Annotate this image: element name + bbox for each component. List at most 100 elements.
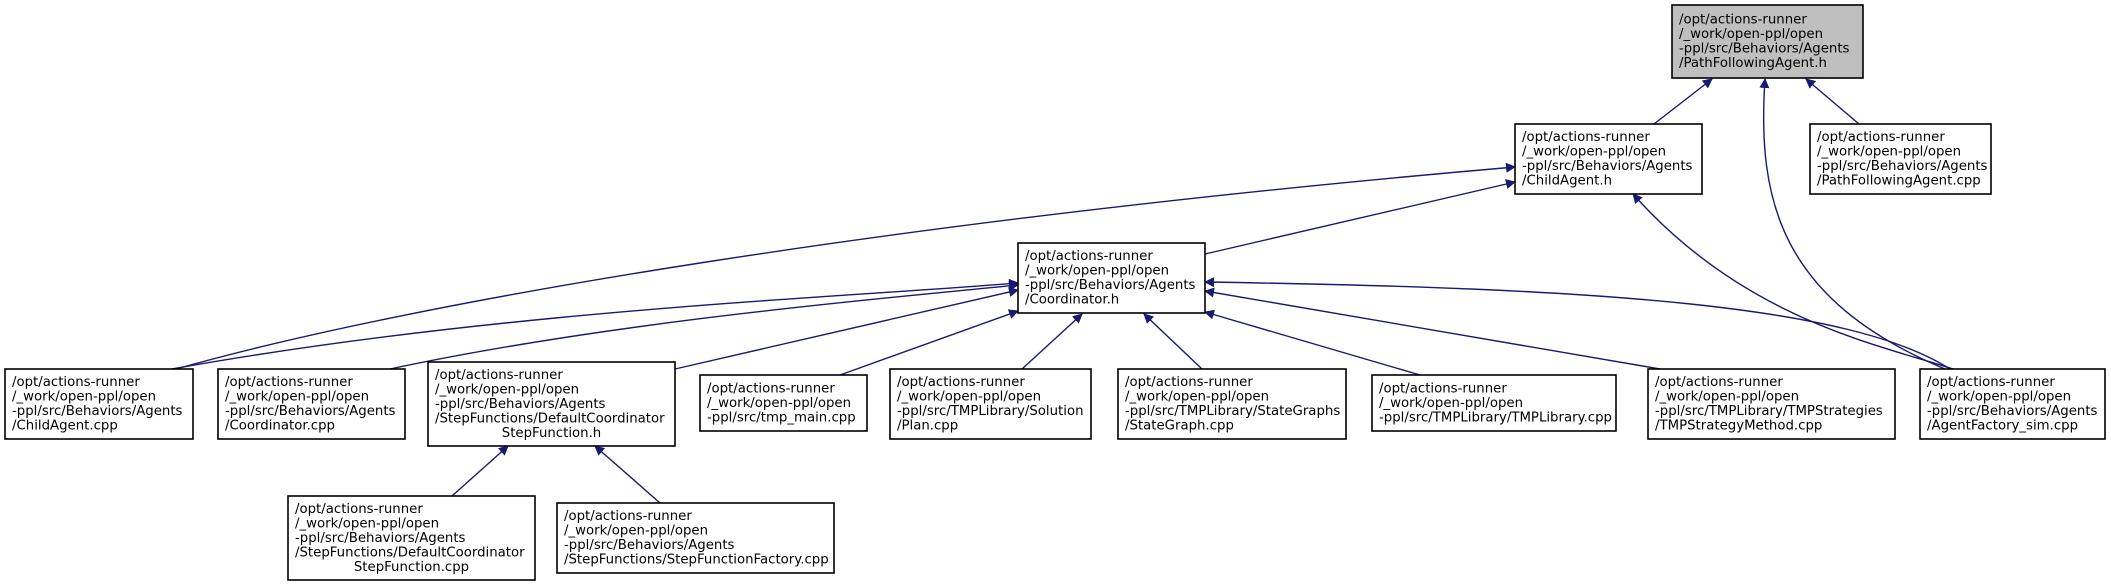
node-label-line: /Coordinator.h (1025, 293, 1119, 308)
node-agent-factory-sim-cpp[interactable]: /opt/actions-runner/_work/open-ppl/open-… (1919, 368, 2106, 440)
edge-agent-factory-sim-cpp-to-path-following-agent-h (1759, 78, 1946, 370)
node-child-agent-h[interactable]: /opt/actions-runner/_work/open-ppl/open-… (1514, 123, 1703, 195)
node-label-line: /opt/actions-runner (295, 502, 423, 517)
node-label-line: -ppl/src/TMPLibrary/TMPLibrary.cpp (1379, 410, 1612, 425)
node-label-line: -ppl/src/TMPLibrary/Solution (897, 404, 1084, 419)
edge-default-coordinator-step-function-cpp-to-default-coordinator-step-function-h (451, 445, 509, 497)
node-label-line: /_work/open-ppl/open (1522, 145, 1666, 160)
node-label-line: -ppl/src/Behaviors/Agents (1679, 42, 1850, 57)
node-box (699, 374, 868, 432)
node-label-line: /StepFunctions/StepFunctionFactory.cpp (564, 553, 829, 568)
node-label-line: -ppl/src/Behaviors/Agents (435, 397, 606, 412)
node-box (427, 361, 676, 447)
node-label-line: -ppl/src/Behaviors/Agents (1817, 159, 1988, 174)
edge-child-agent-cpp-to-coordinator-h (171, 278, 1019, 370)
node-label-line: /opt/actions-runner (1679, 13, 1807, 28)
edge-step-function-factory-cpp-to-default-coordinator-step-function-h (594, 445, 661, 504)
node-label-line: /opt/actions-runner (1817, 130, 1945, 145)
node-label-line: -ppl/src/Behaviors/Agents (12, 404, 183, 419)
edge-child-agent-cpp-to-child-agent-h (175, 162, 1516, 370)
node-label-line: /PathFollowingAgent.h (1679, 56, 1827, 71)
edge-coordinator-h-to-child-agent-h (1204, 179, 1516, 255)
node-label-line: -ppl/src/Behaviors/Agents (1025, 278, 1196, 293)
node-box (1809, 123, 1992, 195)
node-label-line: /opt/actions-runner (1125, 375, 1253, 390)
node-label-line: /opt/actions-runner (1655, 375, 1783, 390)
node-solution-plan-cpp[interactable]: /opt/actions-runner/_work/open-ppl/open-… (889, 368, 1092, 440)
node-label-line: /StateGraph.cpp (1125, 419, 1234, 434)
node-label-line: /_work/open-ppl/open (1125, 390, 1269, 405)
node-label-line: -ppl/src/tmp_main.cpp (707, 410, 856, 425)
node-label-line: /opt/actions-runner (1379, 381, 1507, 396)
edge-tmp-main-cpp-to-coordinator-h (839, 309, 1019, 376)
node-child-agent-cpp[interactable]: /opt/actions-runner/_work/open-ppl/open-… (4, 368, 194, 440)
dependency-edges (171, 78, 1954, 504)
node-label-line: /opt/actions-runner (225, 375, 353, 390)
node-label-line: /_work/open-ppl/open (225, 390, 369, 405)
node-label-line: -ppl/src/Behaviors/Agents (225, 404, 396, 419)
node-box (217, 368, 406, 440)
edge-agent-factory-sim-cpp-to-child-agent-h (1632, 193, 1954, 370)
node-label-line: /ChildAgent.cpp (12, 419, 118, 434)
node-step-function-factory-cpp[interactable]: /opt/actions-runner/_work/open-ppl/open-… (556, 502, 835, 574)
node-box (1919, 368, 2106, 440)
node-tmp-library-cpp[interactable]: /opt/actions-runner/_work/open-ppl/open-… (1371, 374, 1617, 432)
node-default-coordinator-step-function-cpp[interactable]: /opt/actions-runner/_work/open-ppl/open-… (287, 495, 536, 581)
node-label-line: /_work/open-ppl/open (564, 524, 708, 539)
node-box (1514, 123, 1703, 195)
node-label-line: /_work/open-ppl/open (295, 516, 439, 531)
node-label-line: -ppl/src/TMPLibrary/TMPStrategies (1655, 404, 1883, 419)
node-coordinator-cpp[interactable]: /opt/actions-runner/_work/open-ppl/open-… (217, 368, 406, 440)
node-label-line: /opt/actions-runner (1927, 375, 2055, 390)
node-box (4, 368, 194, 440)
node-label-line: -ppl/src/TMPLibrary/StateGraphs (1125, 404, 1340, 419)
node-box (1647, 368, 1896, 440)
node-label-line: /AgentFactory_sim.cpp (1927, 419, 2078, 434)
node-label-line: -ppl/src/Behaviors/Agents (1927, 404, 2098, 419)
node-box (1371, 374, 1617, 432)
node-tmp-strategy-method-cpp[interactable]: /opt/actions-runner/_work/open-ppl/open-… (1647, 368, 1896, 440)
node-label-line: /opt/actions-runner (897, 375, 1025, 390)
node-box (556, 502, 835, 574)
node-coordinator-h[interactable]: /opt/actions-runner/_work/open-ppl/open-… (1017, 242, 1206, 314)
node-label-line: /opt/actions-runner (435, 368, 563, 383)
edge-agent-factory-sim-cpp-to-coordinator-h (1204, 277, 1951, 370)
edge-default-coordinator-step-function-h-to-coordinator-h (674, 287, 1019, 370)
node-label-line: /_work/open-ppl/open (897, 390, 1041, 405)
file-nodes: /opt/actions-runner/_work/open-ppl/open-… (4, 4, 2106, 581)
node-label-line: /Coordinator.cpp (225, 419, 335, 434)
node-box (1117, 368, 1347, 440)
node-tmp-main-cpp[interactable]: /opt/actions-runner/_work/open-ppl/open-… (699, 374, 868, 432)
edge-state-graph-cpp-to-coordinator-h (1143, 313, 1203, 370)
node-label-line: /ChildAgent.h (1522, 174, 1612, 189)
node-label-line: /_work/open-ppl/open (1679, 27, 1823, 42)
node-path-following-agent-h[interactable]: /opt/actions-runner/_work/open-ppl/open-… (1671, 4, 1864, 79)
node-label-line: /_work/open-ppl/open (1655, 390, 1799, 405)
edge-solution-plan-cpp-to-coordinator-h (1021, 313, 1083, 370)
node-label-line: -ppl/src/Behaviors/Agents (295, 531, 466, 546)
node-label-line: /opt/actions-runner (1025, 249, 1153, 264)
node-label-line: /_work/open-ppl/open (435, 382, 579, 397)
node-label-line: /_work/open-ppl/open (1025, 264, 1169, 279)
node-box (1671, 4, 1864, 79)
node-label-line: /Plan.cpp (897, 419, 958, 434)
node-box (287, 495, 536, 581)
node-label-line: /opt/actions-runner (12, 375, 140, 390)
node-label-line: /opt/actions-runner (707, 381, 835, 396)
node-default-coordinator-step-function-h[interactable]: /opt/actions-runner/_work/open-ppl/open-… (427, 361, 676, 447)
edge-path-following-agent-cpp-to-path-following-agent-h (1805, 78, 1860, 125)
node-label-line: /PathFollowingAgent.cpp (1817, 174, 1981, 189)
edge-tmp-library-cpp-to-coordinator-h (1204, 309, 1421, 376)
node-label-line: /_work/open-ppl/open (1927, 390, 2071, 405)
node-label-line: /_work/open-ppl/open (12, 390, 156, 405)
node-label-line: StepFunction.cpp (354, 560, 469, 575)
node-label-line: /_work/open-ppl/open (707, 396, 851, 411)
edge-coordinator-cpp-to-coordinator-h (389, 280, 1019, 370)
node-path-following-agent-cpp[interactable]: /opt/actions-runner/_work/open-ppl/open-… (1809, 123, 1992, 195)
node-label-line: -ppl/src/Behaviors/Agents (1522, 159, 1693, 174)
node-state-graph-cpp[interactable]: /opt/actions-runner/_work/open-ppl/open-… (1117, 368, 1347, 440)
node-label-line: /StepFunctions/DefaultCoordinator (435, 411, 665, 426)
edge-tmp-strategy-method-cpp-to-coordinator-h (1204, 287, 1661, 370)
edge-child-agent-h-to-path-following-agent-h (1653, 78, 1713, 125)
